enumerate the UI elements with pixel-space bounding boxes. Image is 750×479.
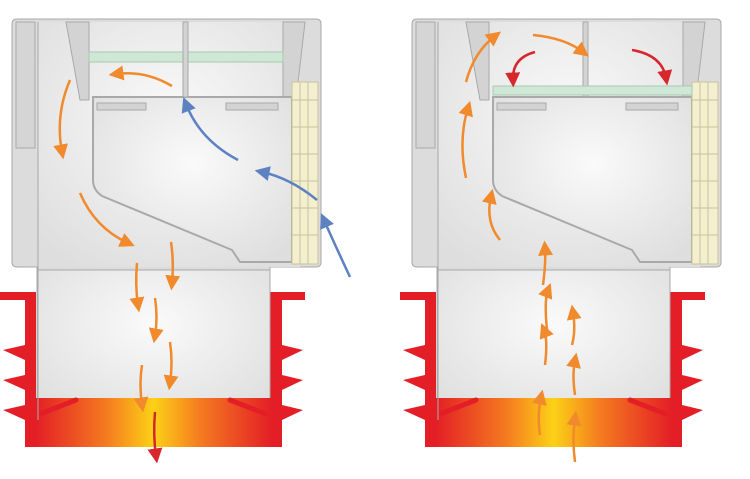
valve-body-left: [0, 19, 321, 447]
valve-closed-panel: [400, 19, 721, 463]
valve-body-right: [400, 19, 721, 447]
pressure-rise-arrows: [458, 31, 589, 463]
closing-force-arrows: [505, 48, 673, 88]
air-outflow-arrows: [53, 65, 181, 413]
membrane-lowered: [492, 85, 693, 96]
pressure-arrow: [147, 411, 163, 464]
air-inflow-arrows: [181, 97, 352, 278]
valve-open-panel: [0, 19, 352, 464]
